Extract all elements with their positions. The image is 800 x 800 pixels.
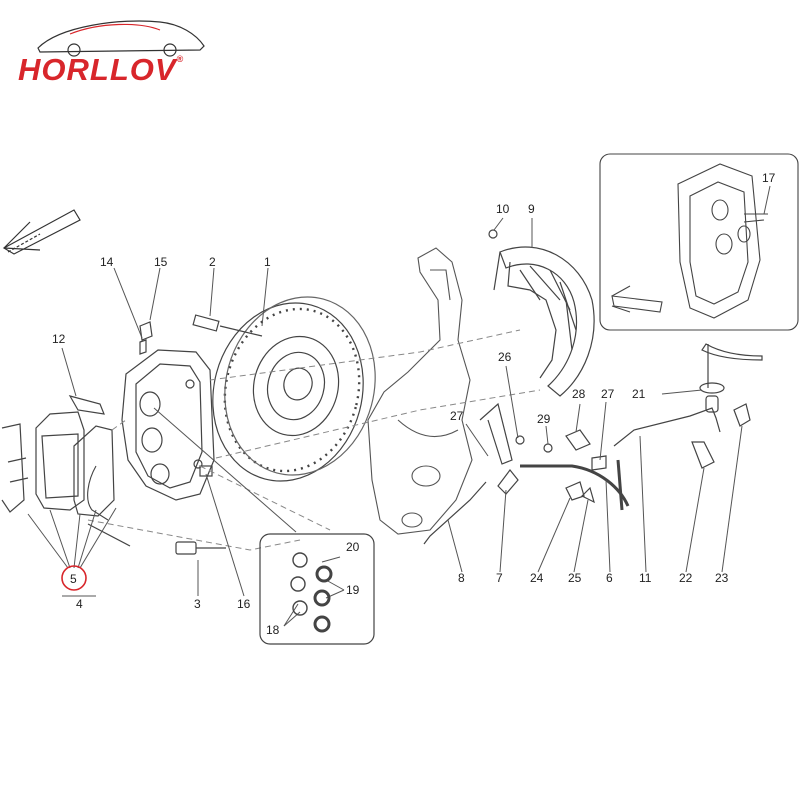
seal-kit-box — [259, 533, 375, 645]
fasteners — [68, 229, 553, 555]
brake-disc — [212, 296, 376, 482]
callout-3: 3 — [194, 597, 201, 611]
callout-4: 4 — [76, 597, 83, 611]
callout-28: 28 — [572, 387, 586, 401]
brake-pads — [1, 411, 115, 517]
callout-21: 21 — [632, 387, 646, 401]
caliper-detail-box — [599, 153, 799, 331]
callout-24: 24 — [530, 571, 544, 585]
pin-lower — [87, 523, 131, 547]
callout-23: 23 — [715, 571, 729, 585]
callout-29: 29 — [537, 412, 551, 426]
seal-20a — [292, 552, 308, 568]
callout-17: 17 — [762, 171, 776, 185]
highlight-circle — [61, 565, 87, 591]
bolt-2 — [192, 314, 220, 332]
bracket-27 — [479, 402, 513, 465]
callout-5: 5 — [70, 572, 77, 586]
seal-kit-inset — [259, 533, 375, 645]
callout-7: 7 — [496, 571, 503, 585]
leader-lines — [27, 185, 771, 627]
clip-24 — [565, 481, 585, 501]
callout-15: 15 — [154, 255, 168, 269]
hose-6 — [520, 464, 630, 507]
direction-arrow-icon — [2, 209, 81, 255]
seal-19a — [290, 576, 306, 592]
callout-25: 25 — [568, 571, 582, 585]
callout-27: 27 — [450, 409, 464, 423]
assembly-guides — [87, 329, 541, 551]
bracket-7 — [497, 469, 519, 495]
bolt-3 — [175, 541, 197, 555]
wear-sensor-wire — [87, 465, 109, 521]
pipe-11 — [613, 407, 721, 447]
caliper-detail-inset — [599, 153, 799, 331]
inset-arrow-icon — [611, 295, 663, 313]
pin-12 — [68, 395, 105, 415]
callout-10: 10 — [496, 202, 510, 216]
callout-6: 6 — [606, 571, 613, 585]
callout-labels: 1 2 3 4 5 6 7 8 9 10 11 12 14 15 16 17 1… — [52, 171, 776, 637]
callout-26: 26 — [498, 350, 512, 364]
callout-11: 11 — [639, 571, 652, 585]
connector-23 — [733, 403, 751, 427]
brand-name: HORLLOV — [18, 52, 177, 87]
clip-25 — [580, 486, 595, 504]
screw-10 — [488, 229, 498, 239]
clip-28 — [565, 429, 591, 451]
brand-logo: HORLLOV® — [18, 52, 184, 88]
clip-27b — [591, 455, 607, 471]
seal-18b — [313, 615, 331, 633]
pipe-8 — [423, 481, 487, 545]
callout-16: 16 — [237, 597, 251, 611]
callout-1: 1 — [264, 255, 271, 269]
seal-20b — [315, 565, 333, 583]
seal-18a — [292, 600, 308, 616]
brake-lines — [423, 343, 763, 545]
callout-9: 9 — [528, 202, 535, 216]
car-silhouette-icon — [37, 20, 205, 57]
bolt-16 — [199, 465, 213, 477]
screw-29 — [543, 443, 553, 453]
callout-2: 2 — [209, 255, 216, 269]
steering-knuckle — [367, 247, 473, 535]
screw-26 — [515, 435, 525, 445]
callout-22: 22 — [679, 571, 693, 585]
cap-14 — [139, 339, 147, 355]
callout-8: 8 — [458, 571, 465, 585]
callout-12: 12 — [52, 332, 66, 346]
pipe-upper — [701, 343, 763, 361]
callout-19: 19 — [346, 583, 360, 597]
callout-18: 18 — [266, 623, 280, 637]
brake-caliper — [121, 349, 215, 501]
brand-registered-mark: ® — [176, 54, 185, 64]
sensor-22 — [691, 441, 715, 469]
seal-19b — [313, 589, 331, 607]
callout-20: 20 — [346, 540, 360, 554]
callout-14: 14 — [100, 255, 114, 269]
callout-27b: 27 — [601, 387, 615, 401]
grommet-21 — [699, 382, 725, 394]
dust-shield — [493, 246, 595, 397]
